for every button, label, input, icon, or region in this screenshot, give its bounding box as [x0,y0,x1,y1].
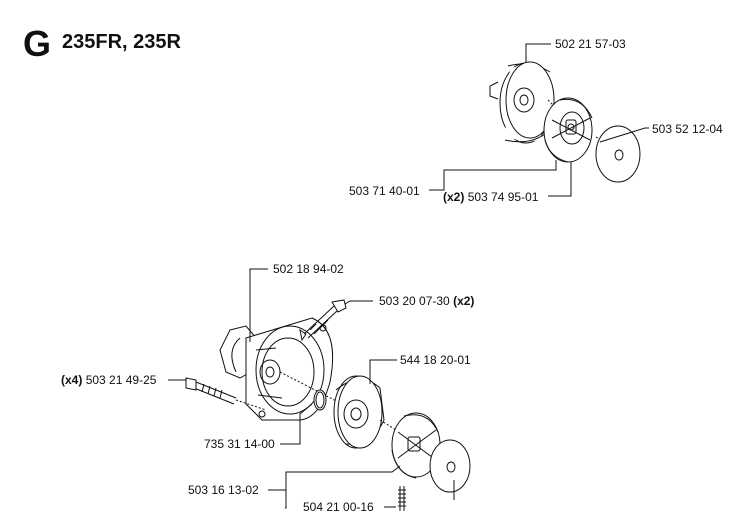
part-number: 544 18 20-01 [400,353,471,367]
part-number: 503 52 12-04 [652,122,723,136]
part-number: 503 21 49-25 [85,373,157,387]
part-number: 735 31 14-00 [204,437,275,451]
lower-washer-illustration [429,439,471,493]
part-label-502-18-94-02: 502 18 94-02 [273,263,344,275]
part-number: 502 18 94-02 [273,262,344,276]
screw-left-illustration [185,377,267,411]
part-label-503-16-13-02: 503 16 13-02 [188,484,259,496]
part-label-504-21-00-16: 504 21 00-16 [303,501,374,513]
part-label-735-31-14-00: 735 31 14-00 [204,438,275,450]
clutch-shoes-illustration [543,97,607,163]
spring-rod-illustration [398,486,406,511]
part-number: 503 71 40-01 [349,184,420,198]
gear-housing-illustration [219,317,345,421]
part-label-503-74-95-01: (x2) 503 74 95-01 [443,191,538,203]
clutch-drum-illustration [489,61,561,144]
part-label-502-21-57-03: 502 21 57-03 [555,38,626,50]
part-label-503-20-07-30: 503 20 07-30 (x2) [379,295,474,307]
part-qty: (x4) [61,373,83,387]
part-label-503-71-40-01: 503 71 40-01 [349,185,420,197]
part-number: 504 21 00-16 [303,500,374,514]
screw-top-illustration [299,299,347,342]
part-label-503-52-12-04: 503 52 12-04 [652,123,723,135]
page-title: 235FR, 235R [62,31,181,53]
part-number: 503 16 13-02 [188,483,259,497]
part-number: 503 74 95-01 [467,190,539,204]
section-letter: G [23,23,52,64]
part-number: 502 21 57-03 [555,37,626,51]
part-number: 503 20 07-30 [379,294,450,308]
washer-illustration [595,125,641,183]
part-qty: (x2) [443,190,465,204]
part-label-503-21-49-25: (x4) 503 21 49-25 [61,374,156,386]
part-label-544-18-20-01: 544 18 20-01 [400,354,471,366]
lower-drum-illustration [333,375,397,449]
o-ring-illustration [313,389,327,411]
part-qty: (x2) [453,294,475,308]
